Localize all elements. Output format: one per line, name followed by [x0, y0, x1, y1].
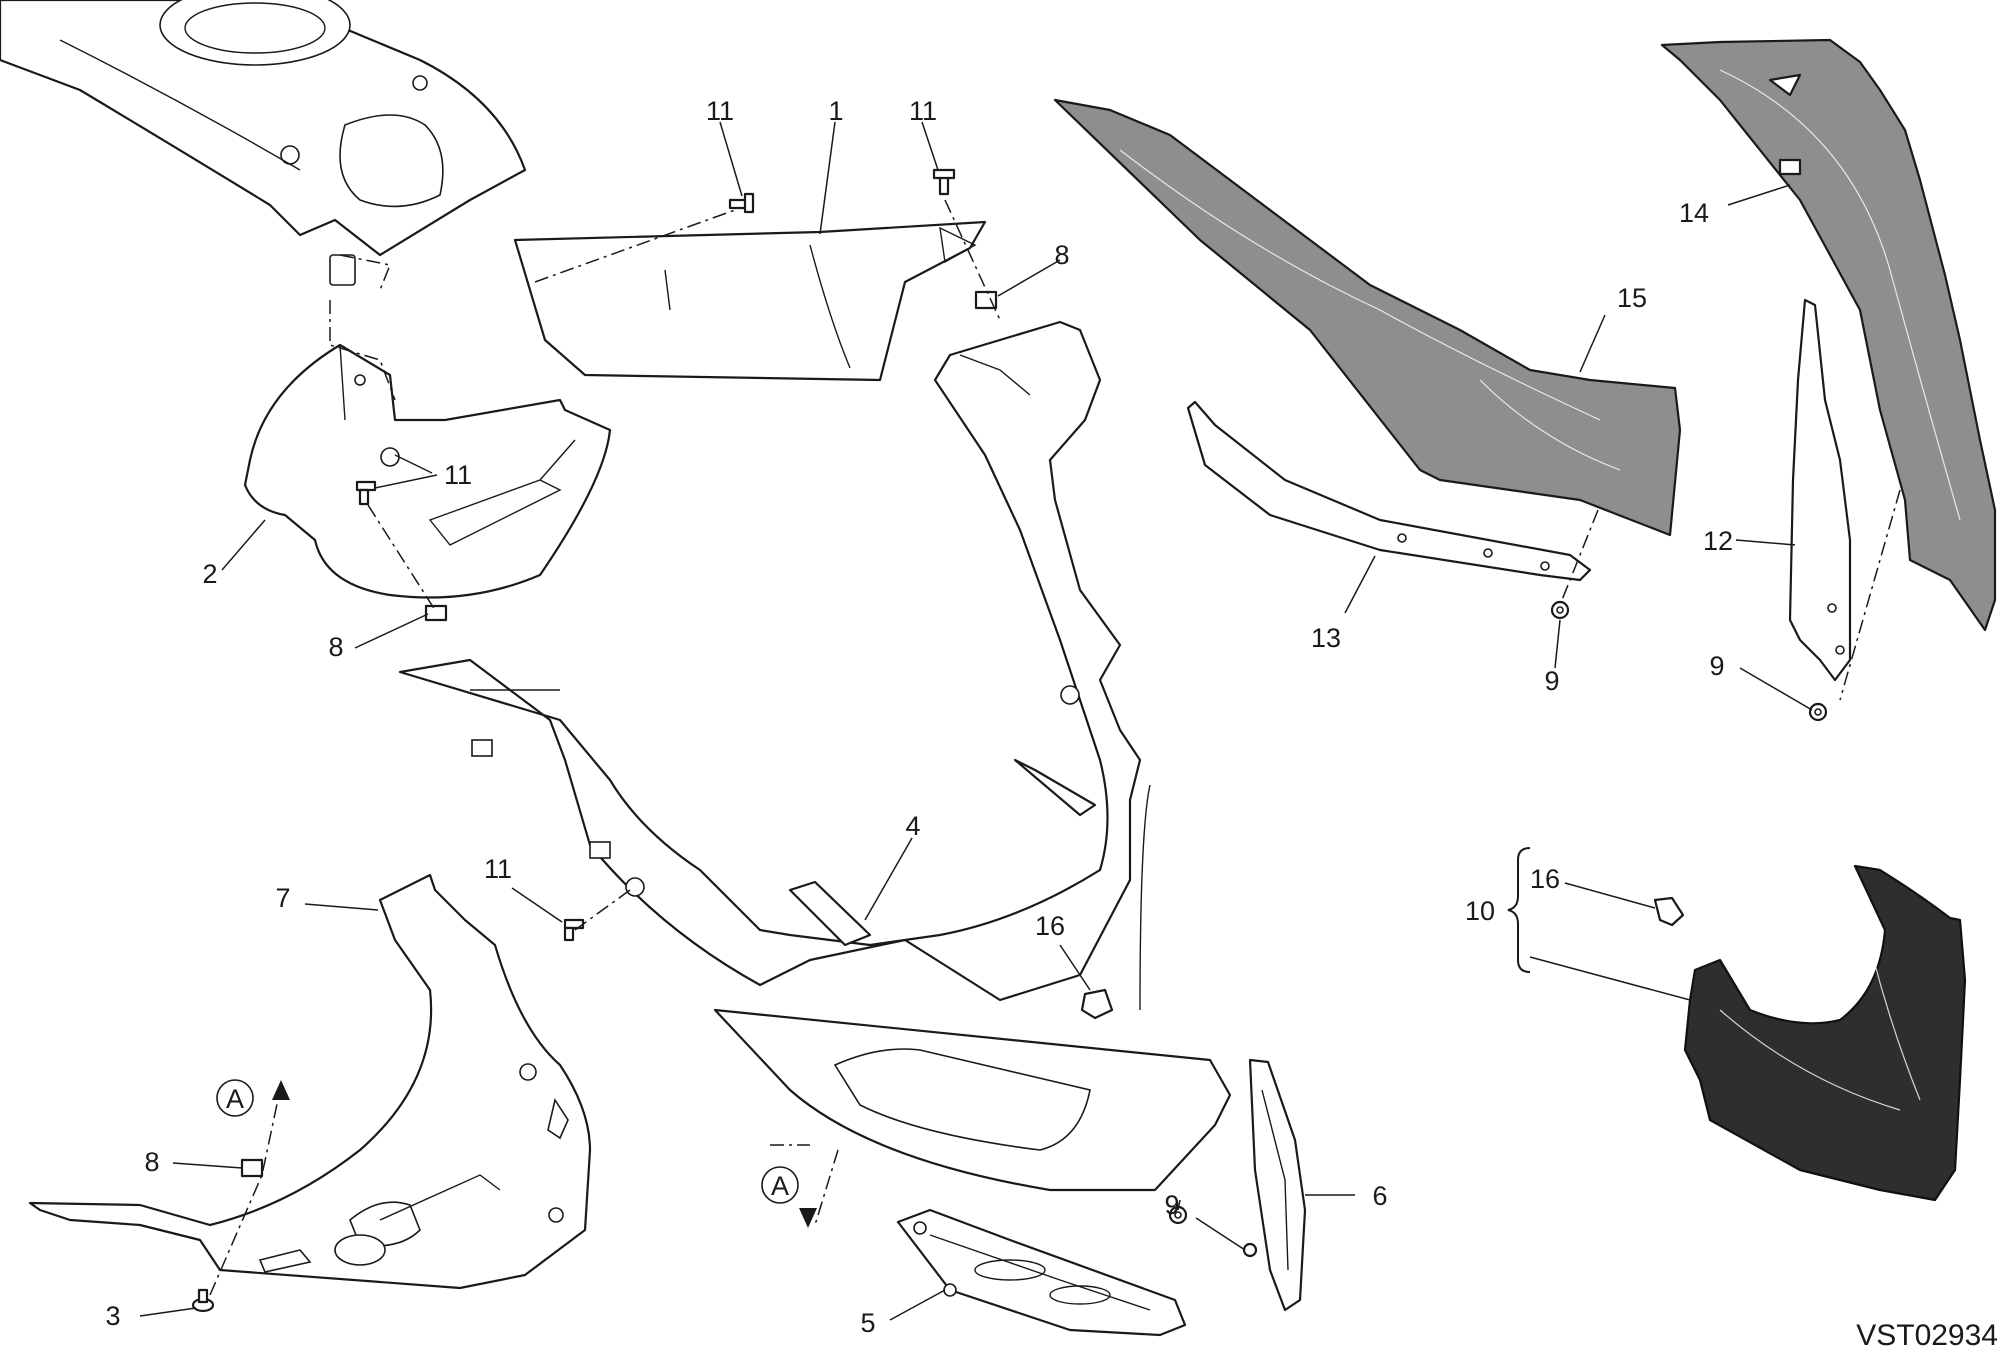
callout-label: 9: [1544, 666, 1559, 696]
nut-clip-icon: [1080, 988, 1114, 1020]
fasteners: [191, 168, 1828, 1313]
thin-trim-part-12: [1788, 298, 1852, 682]
trim-strip-part-13: [1186, 400, 1592, 582]
callout-label: 10: [1465, 896, 1495, 926]
group-bracket: [1507, 847, 1531, 973]
bolt-icon: [932, 168, 956, 196]
bolt-icon: [728, 192, 755, 214]
view-marker-a: A: [226, 1084, 244, 1114]
callout-label: 15: [1617, 283, 1647, 313]
callout-label: 1: [828, 96, 843, 126]
callout-label: 11: [444, 460, 472, 490]
assembly-lines: [209, 199, 1901, 1296]
callout-label: 8: [144, 1147, 159, 1177]
leader-lines: [139, 121, 1813, 1321]
bolt-icon: [355, 480, 377, 506]
callout-label: 9: [1164, 1190, 1179, 1220]
washer-icon: [1550, 600, 1570, 620]
callout-label: 14: [1679, 198, 1709, 228]
arrowhead-up-icon: [272, 1080, 290, 1100]
callout-label: 9: [1709, 651, 1724, 681]
dark-front-nose-part-10: [1683, 864, 1967, 1202]
screw-icon: [191, 1288, 215, 1313]
callout-label: 11: [706, 96, 734, 126]
bolt-icon: [563, 918, 585, 942]
callout-label: 6: [1372, 1181, 1387, 1211]
callout-label: 11: [909, 96, 937, 126]
main-fairing-frame-part-4: [398, 320, 1232, 1192]
callout-label: 8: [1054, 240, 1069, 270]
clip-icon: [974, 290, 998, 310]
callout-label: 16: [1035, 911, 1065, 941]
callout-label: 13: [1311, 623, 1341, 653]
grey-upper-panel-part-14: [1660, 38, 1997, 632]
washer-icon: [1242, 1242, 1258, 1258]
callout-label: 16: [1530, 864, 1560, 894]
callout-label: 8: [328, 632, 343, 662]
arrowhead-down-icon: [799, 1208, 817, 1228]
drawing-reference-code: VST02934: [1856, 1319, 1998, 1352]
upper-side-panel-part-1: [513, 220, 987, 382]
clip-icon: [240, 1158, 264, 1178]
callout-label: 3: [105, 1301, 120, 1331]
grey-side-fairing-part-15: [1053, 98, 1682, 537]
clip-icon: [424, 604, 448, 622]
nut-clip-icon: [1653, 896, 1685, 927]
callout-label: 11: [484, 854, 512, 884]
belly-pan-part-7: [28, 873, 592, 1290]
callout-label: 4: [905, 811, 920, 841]
callout-label: 2: [202, 559, 217, 589]
side-plate-part-6: [1248, 1058, 1307, 1312]
washer-icon: [1808, 702, 1828, 722]
tank-cover-part: [0, 0, 527, 286]
washer-icon: [1168, 1205, 1188, 1225]
view-marker-a: A: [771, 1171, 789, 1201]
callout-label: 5: [860, 1308, 875, 1338]
callout-label: 7: [275, 883, 290, 913]
callout-label: 12: [1703, 526, 1733, 556]
lower-grille-part-5: [896, 1208, 1187, 1337]
